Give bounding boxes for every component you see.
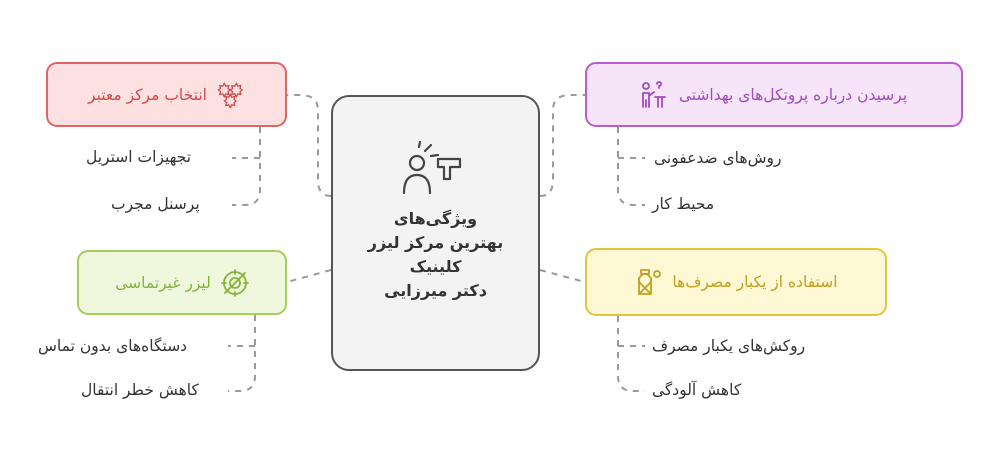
center-title-line: ویژگی‌های [393,209,478,228]
no-touch-icon [220,268,249,297]
person-question-icon [641,80,666,108]
badge-icon [217,82,243,108]
sub-item: تجهیزات استریل [86,148,192,166]
disposable-bottle-icon [638,269,662,295]
branch-non-contact-laser: لیزر غیرتماسی [77,250,287,315]
center-node: ویژگی‌های بهترین مرکز لیزر کلینیک دکتر م… [331,95,540,371]
sub-item: کاهش آلودگی [652,381,742,399]
sub-item: دستگاه‌های بدون تماس [38,337,188,355]
branch-hygiene-protocols: پرسیدن درباره پروتکل‌های بهداشتی [585,62,963,127]
branch-label: انتخاب مرکز معتبر [88,85,207,104]
center-title: ویژگی‌های بهترین مرکز لیزر کلینیک دکتر م… [346,207,526,303]
branch-label: استفاده از یکبار مصرف‌ها [672,273,838,291]
sub-item: کاهش خطر انتقال [81,381,199,399]
sub-item: محیط کار [652,195,715,213]
center-title-line: بهترین مرکز لیزر [367,233,504,252]
center-title-line: دکتر میرزایی [384,281,487,300]
branch-trusted-center: انتخاب مرکز معتبر [46,62,287,127]
laser-device-icon [402,141,461,195]
branch-label: لیزر غیرتماسی [115,273,211,292]
sub-item: روش‌های ضدعفونی [654,149,782,167]
center-title-line: کلینیک [409,257,462,276]
branch-disposables: استفاده از یکبار مصرف‌ها [585,248,887,316]
branch-label: پرسیدن درباره پروتکل‌های بهداشتی [678,85,908,104]
sub-item: پرسنل مجرب [111,195,200,213]
sub-item: روکش‌های یکبار مصرف [652,337,806,355]
